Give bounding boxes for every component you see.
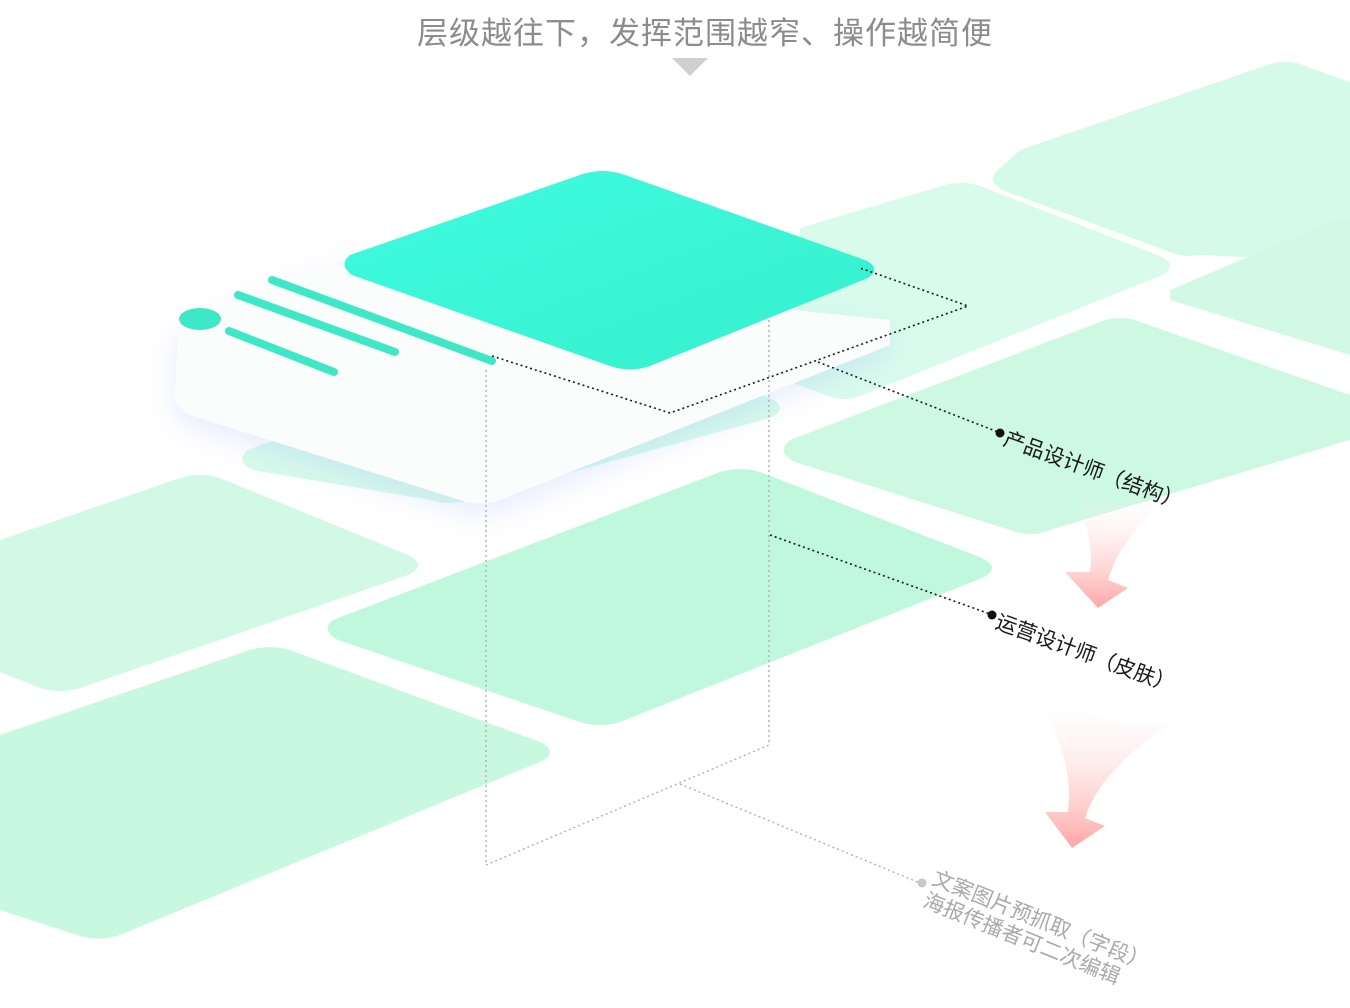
- tile: [0, 647, 550, 939]
- avatar: [179, 308, 221, 330]
- tile: [0, 475, 418, 691]
- tile: [328, 469, 992, 725]
- leader-dot: [988, 611, 997, 620]
- leader-dot: [996, 429, 1005, 438]
- leader-dot: [918, 879, 927, 888]
- curved-arrow-icon: [1035, 690, 1170, 848]
